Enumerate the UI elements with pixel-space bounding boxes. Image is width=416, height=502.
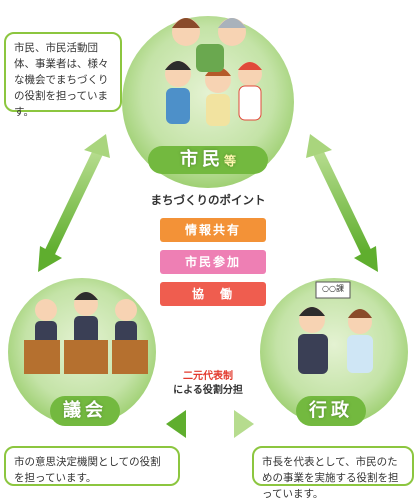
arrow-council-administration: [166, 410, 254, 438]
council-label: 議会: [63, 400, 107, 421]
points-title: まちづくりのポイント: [150, 193, 266, 207]
citizens-label-band: [148, 146, 268, 174]
council-label-band: [50, 396, 120, 426]
administration-description-bubble: 市長を代表として、市民のための事業を実施する役割を担っています。: [252, 446, 414, 500]
citizens-label-suffix: 等: [223, 154, 236, 168]
role-sharing-text: による役割分担: [173, 385, 243, 396]
citizens-description: 市民、市民活動団体、事業者は、様々な機会でまちづくりの役割を担っています。: [14, 42, 109, 118]
point-collaboration: 協 働: [160, 282, 266, 306]
citizens-label-text: 市民: [179, 149, 224, 170]
citizens-label: 市民等: [148, 148, 268, 173]
department-sign: ○○課: [322, 284, 344, 293]
administration-label-band: [296, 396, 366, 426]
dual-representation-note: 二元代表制 による役割分担: [160, 370, 256, 398]
point-information-sharing: 情報共有: [160, 218, 266, 242]
administration-description: 市長を代表として、市民のための事業を実施する役割を担っています。: [262, 456, 399, 500]
council-description-bubble: 市の意思決定機関としての役割を担っています。: [4, 446, 180, 486]
citizens-illustration: [165, 18, 262, 126]
council-illustration: [24, 292, 148, 374]
diagram-background: [8, 16, 408, 438]
dual-representation-term: 二元代表制: [183, 371, 233, 382]
administration-label: 行政: [309, 400, 353, 421]
point-citizen-participation: 市民参加: [160, 250, 266, 274]
arrow-citizens-administration: [306, 134, 378, 272]
administration-illustration: [298, 281, 373, 374]
administration-circle: [260, 278, 408, 426]
arrow-citizens-council: [38, 134, 110, 272]
citizens-description-bubble: 市民、市民活動団体、事業者は、様々な機会でまちづくりの役割を担っています。: [4, 32, 122, 118]
council-description: 市の意思決定機関としての役割を担っています。: [14, 456, 161, 484]
